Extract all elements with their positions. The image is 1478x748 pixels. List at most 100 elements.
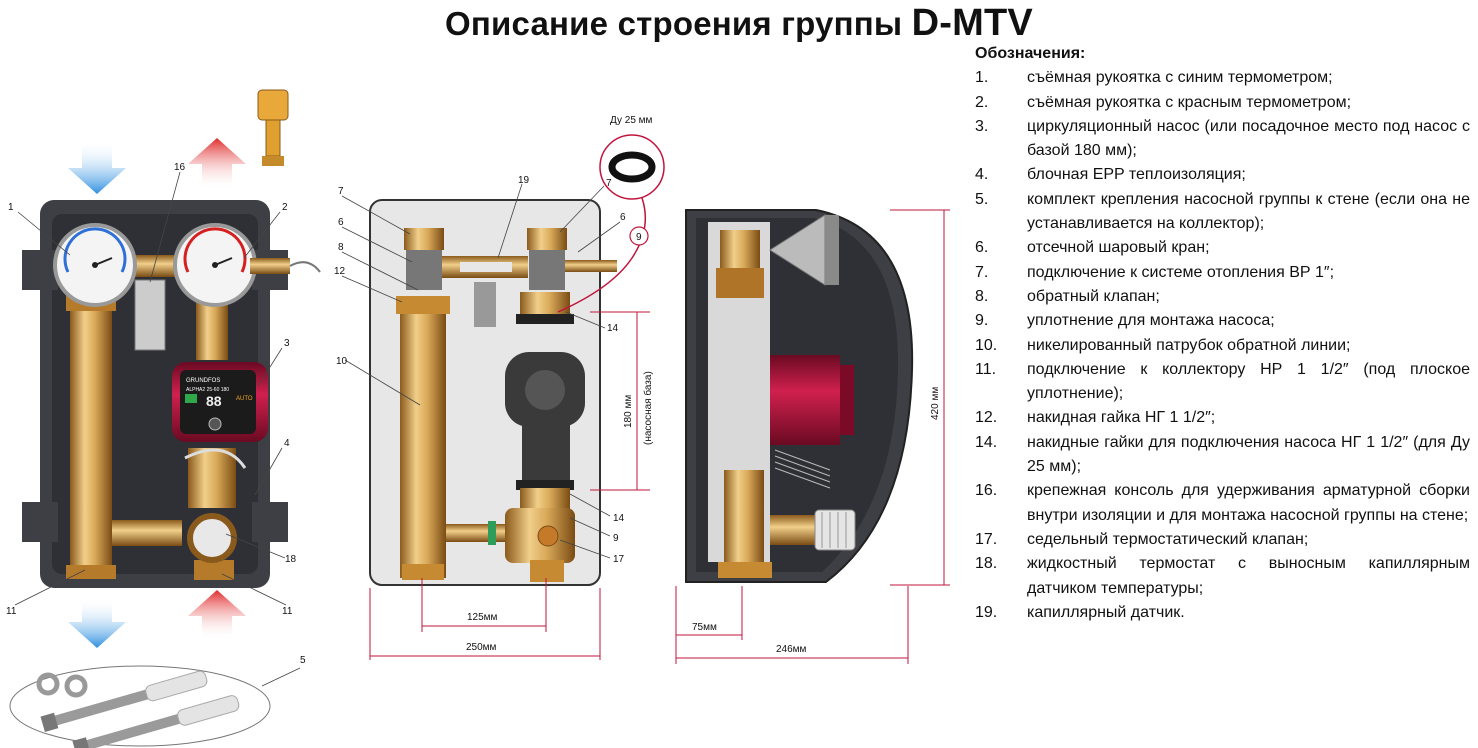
legend-item-number: 2.: [975, 93, 989, 111]
callout-8: 8: [338, 242, 344, 253]
legend-item: 11. подключение к коллектору НР 1 1/2″ (п…: [975, 358, 1470, 407]
construction-diagram: GRUNDFOS ALPHA2 25-60 180 88 AUTO 1 2 16…: [6, 89, 950, 748]
dim-420: 420 мм: [930, 387, 941, 420]
legend-item: 7. подключение к системе отопления ВР 1″;: [975, 261, 1470, 285]
pump-mode: AUTO: [236, 396, 253, 402]
callout-14-top: 14: [607, 323, 619, 334]
dim-125: 125мм: [467, 612, 498, 623]
legend-item-number: 11.: [975, 360, 997, 378]
callout-16: 16: [174, 162, 186, 173]
legend-item: 16. крепежная консоль для удерживания арм…: [975, 479, 1470, 528]
legend-item-text: жидкостный термостат с выносным капилляр…: [1027, 555, 1470, 597]
return-pipe: [70, 300, 112, 575]
callout-12: 12: [334, 266, 346, 277]
legend-heading: Обозначения:: [975, 45, 1086, 62]
legend-item-number: 17.: [975, 530, 998, 548]
callout-1: 1: [8, 202, 14, 213]
title-model: D-MTV: [911, 2, 1033, 44]
legend-item-text: обратный клапан;: [1027, 287, 1160, 305]
legend-panel: Обозначения: 1. съёмная рукоятка с синим …: [975, 42, 1470, 625]
callout-11-right: 11: [282, 606, 293, 617]
section-view: Ду 25 мм 9 7 6 8 12 10 19 7 6 14 14 9: [334, 115, 665, 660]
pump-model: ALPHA2 25-60 180: [186, 387, 229, 393]
legend-item-text: седельный термостатический клапан;: [1027, 530, 1309, 548]
legend-item-number: 7.: [975, 263, 989, 281]
legend-item-text: крепежная консоль для удерживания армату…: [1027, 482, 1470, 524]
seal-size-label: Ду 25 мм: [610, 115, 653, 126]
callout-2: 2: [282, 202, 288, 213]
legend-item: 6. отсечной шаровый кран;: [975, 236, 1470, 260]
dim-180: 180 мм: [623, 395, 634, 428]
legend-item: 3. циркуляционный насос (или посадочное м…: [975, 115, 1470, 164]
blue-thermometer-icon: [53, 223, 137, 307]
legend-item: 5. комплект крепления насосной группы к с…: [975, 188, 1470, 237]
legend-item-number: 10.: [975, 336, 998, 354]
legend-item-text: съёмная рукоятка с синим термометром;: [1027, 69, 1333, 87]
legend-item-text: капиллярный датчик.: [1027, 603, 1185, 621]
legend-item: 12.накидная гайка НГ 1 1/2″;: [975, 406, 1470, 430]
legend-item-text: никелированный патрубок обратной линии;: [1027, 336, 1351, 354]
legend-item-number: 3.: [975, 117, 989, 135]
front-view: GRUNDFOS ALPHA2 25-60 180 88 AUTO 1 2 16…: [6, 89, 321, 748]
callout-5: 5: [300, 655, 306, 666]
legend-item-text: циркуляционный насос (или посадочное мес…: [1027, 117, 1470, 160]
callout-18: 18: [285, 554, 297, 565]
page-title: Описание строения группы D-MTV: [0, 2, 1478, 45]
thermostat-head: [187, 513, 237, 563]
air-vent-icon: [257, 89, 289, 166]
legend-item-number: 14.: [975, 433, 998, 451]
dim-250: 250мм: [466, 642, 497, 653]
profile-pump: [770, 355, 840, 445]
blue-arrow-top-icon: [68, 140, 126, 194]
legend-item: 9. уплотнение для монтажа насоса;: [975, 309, 1470, 333]
callout-7-left: 7: [338, 186, 344, 197]
legend-item-number: 6.: [975, 239, 989, 257]
legend-item-number: 19.: [975, 603, 998, 621]
legend-item-number: 1.: [975, 69, 989, 87]
dim-246: 246мм: [776, 644, 807, 655]
blue-arrow-bottom-icon: [68, 598, 126, 648]
legend-item: 17. седельный термостатический клапан;: [975, 528, 1470, 552]
callout-6-left: 6: [338, 217, 344, 228]
legend-item-text: подключение к коллектору НР 1 1/2″ (под …: [1027, 360, 1470, 403]
legend-item: 14.накидные гайки для подключения насоса…: [975, 431, 1470, 480]
legend-item: 4.блочная EPP теплоизоляция;: [975, 163, 1470, 187]
legend-item-text: уплотнение для монтажа насоса;: [1027, 312, 1275, 330]
legend-item: 18. жидкостный термостат с выносным капил…: [975, 552, 1470, 601]
pump-seal-icon: [599, 134, 665, 200]
legend-item-number: 9.: [975, 312, 989, 330]
legend-item-number: 8.: [975, 287, 989, 305]
legend-item-number: 16.: [975, 482, 998, 500]
circulation-pump: GRUNDFOS ALPHA2 25-60 180 88 AUTO: [172, 362, 268, 442]
profile-view: 75мм 246мм 420 мм: [675, 209, 950, 664]
pump-brand: GRUNDFOS: [186, 378, 220, 384]
legend-item: 1. съёмная рукоятка с синим термометром;: [975, 66, 1470, 90]
callout-17: 17: [613, 554, 625, 565]
legend-item-text: съёмная рукоятка с красным термометром;: [1027, 93, 1352, 111]
legend-item-number: 18.: [975, 555, 998, 573]
title-main: Описание строения группы: [445, 5, 912, 42]
callout-19: 19: [518, 175, 530, 186]
dim-75: 75мм: [692, 622, 717, 633]
callout-9: 9: [613, 533, 619, 544]
section-return-pipe: [400, 300, 446, 578]
red-thermometer-icon: [173, 223, 257, 307]
callout-9-circle: 9: [636, 232, 642, 243]
pump-digits: 88: [206, 393, 222, 409]
legend-item: 2. съёмная рукоятка с красным термометром…: [975, 91, 1470, 115]
callout-11-left: 11: [6, 606, 17, 617]
profile-thermostat: [814, 509, 856, 551]
callout-14-bottom: 14: [613, 513, 625, 524]
callout-4: 4: [284, 438, 290, 449]
red-arrow-bottom-icon: [188, 590, 246, 640]
legend-item-text: комплект крепления насосной группы к сте…: [1027, 190, 1470, 233]
legend-item-text: подключение к системе отопления ВР 1″;: [1027, 263, 1335, 281]
legend-item-text: отсечной шаровый кран;: [1027, 239, 1210, 257]
legend-list: 1. съёмная рукоятка с синим термометром; 2…: [975, 66, 1470, 625]
legend-item-number: 4.: [975, 166, 989, 184]
callout-3: 3: [284, 338, 290, 349]
legend-item-number: 5.: [975, 190, 989, 208]
red-arrow-top-icon: [188, 138, 246, 190]
legend-item-number: 12.: [975, 409, 998, 427]
legend-item: 8. обратный клапан;: [975, 285, 1470, 309]
